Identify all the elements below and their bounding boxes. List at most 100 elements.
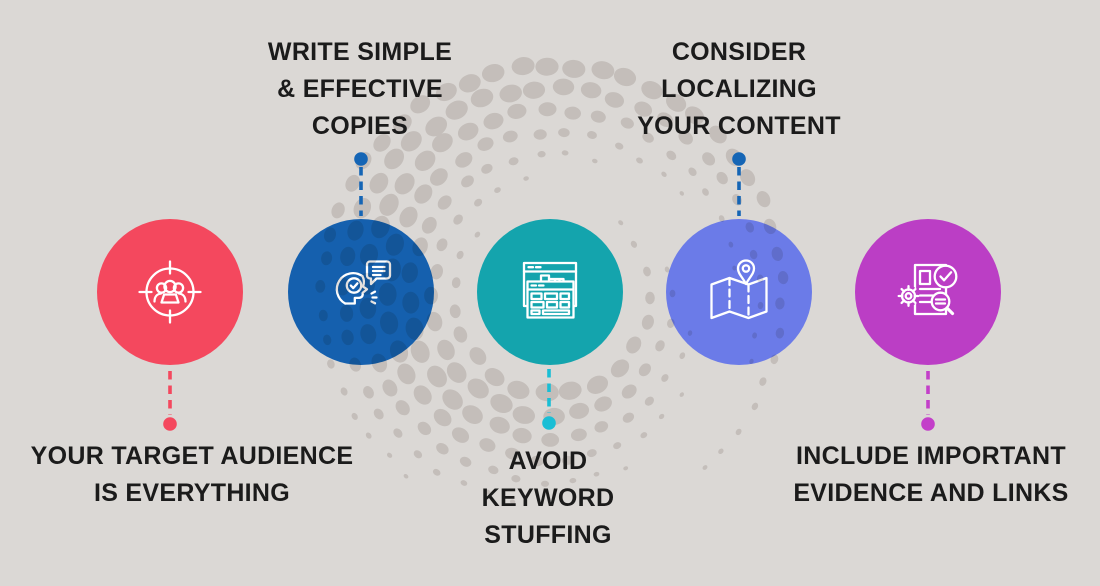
halftone-dot [474,231,481,238]
step-label-avoid-keyword-stuffing: AVOID KEYWORD STUFFING [438,443,658,554]
halftone-dot [562,59,586,78]
halftone-dot [453,214,463,225]
halftone-dot [702,188,709,196]
halftone-dot [403,474,409,479]
halftone-dot [626,336,642,354]
step-circle-avoid-keyword-stuffing [477,219,623,365]
label-line: & EFFECTIVE [277,75,443,103]
halftone-dot [365,432,372,439]
connector-dot [921,417,935,431]
halftone-dot [558,128,570,138]
label-line: EVIDENCE AND LINKS [793,479,1069,507]
halftone-dot [455,152,473,168]
label-line: WRITE SIMPLE [267,38,453,66]
halftone-dot [469,347,487,365]
halftone-dot [355,152,372,170]
halftone-dot [369,172,389,194]
halftone-dot [499,84,522,103]
label-line: CONSIDER [671,38,807,66]
halftone-dot [393,428,403,438]
halftone-dot [533,129,547,140]
halftone-dot [523,176,529,181]
label-line: YOUR CONTENT [637,112,841,140]
halftone-dot [467,378,489,399]
halftone-dot [594,396,612,412]
halftone-dot [386,452,393,458]
connector-dot [354,152,368,166]
halftone-dot [397,363,416,385]
halftone-dot [373,408,384,420]
halftone-dot [353,197,372,219]
halftone-dot [494,187,501,193]
halftone-dot [658,413,665,420]
halftone-dot [417,421,432,436]
halftone-dot [340,387,348,396]
halftone-dot [484,368,505,387]
halftone-dot [437,339,455,361]
halftone-dot [511,57,535,76]
halftone-dot [756,190,771,208]
step-label-evidence-links: INCLUDE IMPORTANT EVIDENCE AND LINKS [771,438,1091,512]
halftone-dot [508,157,519,166]
halftone-dot [430,168,448,186]
halftone-dot [561,150,569,156]
halftone-dot [399,206,418,228]
step-label-write-simple-copies: WRITE SIMPLE & EFFECTIVE COPIES [230,34,490,145]
connector-dot [542,416,556,430]
halftone-dot [716,171,728,185]
halftone-dot [502,130,518,143]
step-label-target-audience: YOUR TARGET AUDIENCE IS EVERYTHING [22,438,362,512]
halftone-dot [621,384,637,399]
audience-target-icon [138,260,202,324]
halftone-dot [644,396,655,406]
halftone-dot [331,202,345,219]
halftone-dot [679,352,686,360]
halftone-dot [759,377,767,386]
halftone-dot [394,173,415,195]
halftone-dot [489,416,510,434]
connector-dot [732,152,746,166]
halftone-dot [384,148,405,170]
step-circle-evidence-links [855,219,1001,365]
halftone-dot [490,393,513,414]
halftone-dot [661,171,667,177]
halftone-dot [735,428,742,436]
halftone-dot [538,102,557,117]
label-line: LOCALIZING [661,75,817,103]
halftone-dot [640,432,648,439]
halftone-dot [414,150,436,171]
halftone-dot [740,169,756,187]
halftone-dot [643,266,651,277]
halftone-dot [610,359,630,378]
halftone-dot [702,465,708,470]
halftone-dot [622,412,635,423]
step-circle-target-audience [97,219,243,365]
halftone-dot [413,385,432,405]
halftone-dot [594,421,609,433]
halftone-dot [725,148,743,167]
halftone-dot [507,380,530,400]
halftone-dot [702,152,716,166]
halftone-dot [436,238,448,252]
halftone-dot [552,78,575,96]
label-line: COPIES [311,112,409,140]
halftone-dot [413,450,423,459]
map-pin-icon [710,259,768,320]
halftone-dot [462,405,483,424]
halftone-dot [630,240,638,248]
halftone-dot [522,81,546,99]
halftone-dot [449,304,461,319]
halftone-dot [363,386,374,399]
halftone-dot [590,110,606,123]
halftone-dot [446,362,467,383]
halftone-dot [427,365,447,388]
halftone-dot [641,314,654,330]
step-label-localize-content: CONSIDER LOCALIZING YOUR CONTENT [609,34,869,145]
halftone-dot [512,406,535,424]
browser-keyword-icon [522,261,578,319]
halftone-dot [718,448,724,455]
halftone-dot [543,407,565,425]
label-line: KEYWORD [481,484,615,512]
halftone-dot [618,220,624,226]
label-line: IS EVERYTHING [93,479,291,507]
